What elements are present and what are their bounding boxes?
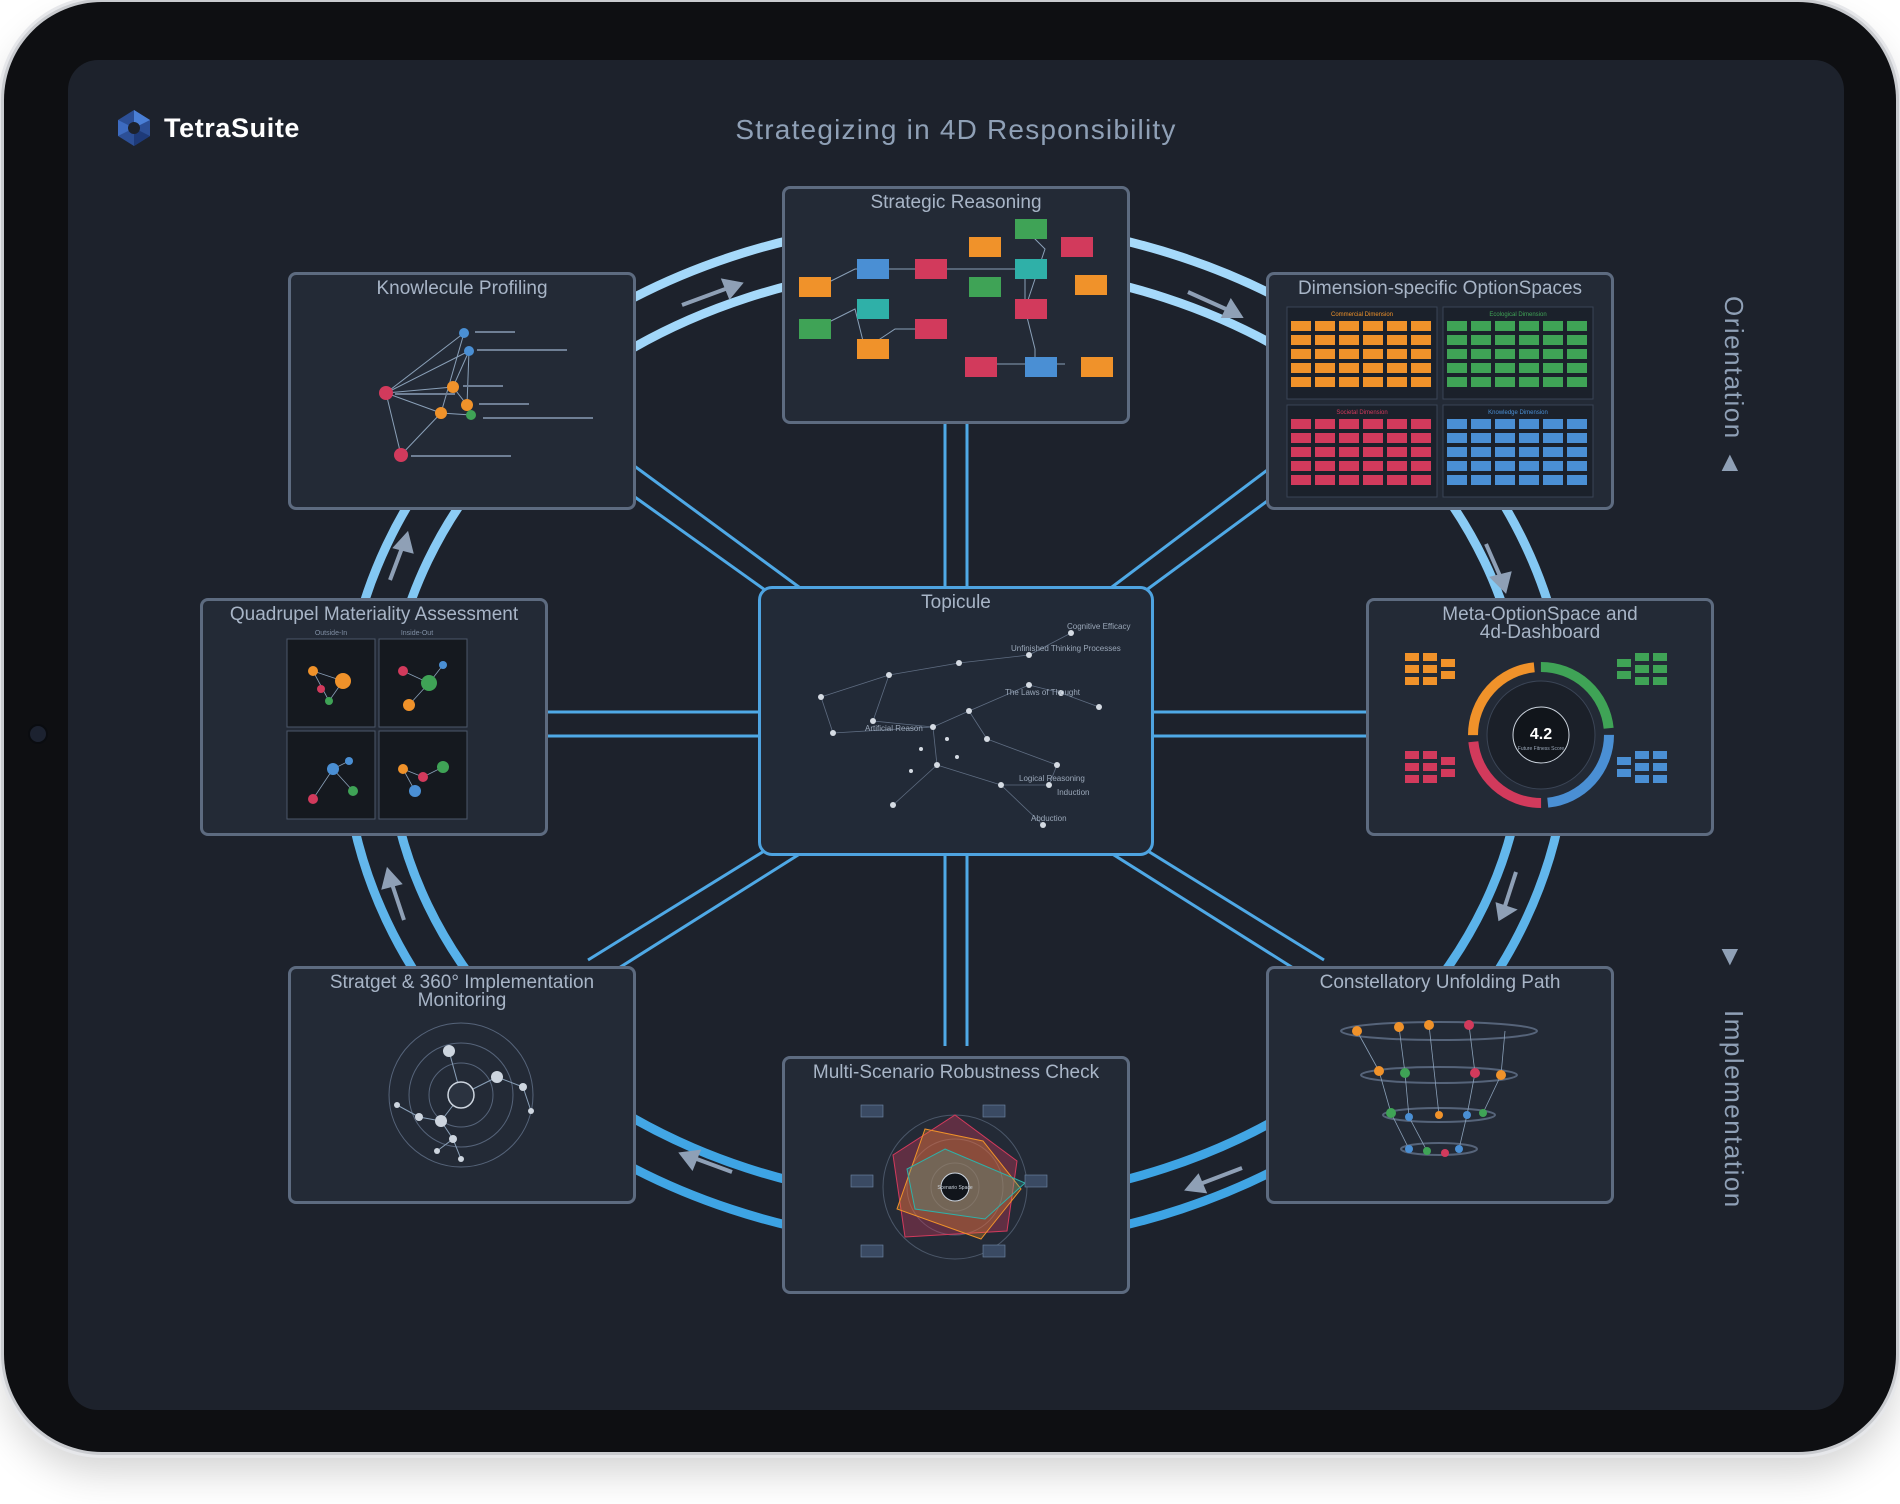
topic-label: Unfinished Thinking Processes	[1011, 644, 1121, 653]
option-grid-thumbnail: Commercial Dimension Ecological Dimensio…	[1286, 306, 1594, 498]
card-title: Multi-Scenario Robustness Check	[812, 1062, 1100, 1083]
card-knowlecule-profiling[interactable]: Knowlecule Profiling	[288, 272, 636, 510]
front-camera	[28, 724, 48, 744]
topic-label: Induction	[1057, 788, 1089, 797]
card-title: Knowlecule Profiling	[376, 278, 548, 299]
column-label: Outside-In	[315, 630, 347, 637]
topic-label: Cognitive Efficacy	[1067, 622, 1130, 631]
quadrant-label: Ecological Dimension	[1489, 312, 1546, 318]
quadrant-label: Commercial Dimension	[1331, 312, 1393, 318]
cone-thumbnail	[1340, 1020, 1538, 1157]
topic-label: Abduction	[1031, 814, 1067, 823]
up-triangle-icon: ▲	[1716, 446, 1744, 477]
screen: TetraSuite Strategizing in 4D Responsibi…	[68, 60, 1844, 1410]
app-name: TetraSuite	[164, 112, 301, 143]
radar-center-label: Scenario Space	[937, 1185, 973, 1191]
tetrasuite-logo-icon	[118, 110, 150, 146]
card-topicule[interactable]: Topicule	[758, 586, 1154, 856]
card-materiality-assessment[interactable]: Quadrupel Materiality Assessment Outside…	[200, 598, 548, 836]
card-title: Quadrupel Materiality Assessment	[229, 604, 519, 625]
app-logo[interactable]: TetraSuite	[114, 108, 300, 148]
card-title: Strategic Reasoning	[870, 192, 1042, 213]
topic-label: Logical Reasoning	[1019, 774, 1085, 783]
quadrant-label: Knowledge Dimension	[1488, 410, 1548, 416]
topic-label: Artificial Reason	[865, 724, 923, 733]
card-unfolding-path[interactable]: Constellatory Unfolding Path	[1266, 966, 1614, 1204]
down-triangle-icon: ▼	[1716, 940, 1744, 971]
card-strategic-reasoning[interactable]: Strategic Reasoning	[782, 186, 1130, 424]
materiality-quadrant-thumbnail: Outside-In Inside-Out	[286, 630, 468, 820]
page-title: Strategizing in 4D Responsibility	[735, 114, 1177, 145]
implementation-label: Implementation	[1719, 1010, 1749, 1209]
orbit-thumbnail	[388, 1022, 534, 1168]
radar-thumbnail: Scenario Space	[850, 1104, 1048, 1260]
future-fitness-score: 4.2	[1530, 726, 1552, 743]
card-robustness-check[interactable]: Multi-Scenario Robustness Check Scenario…	[782, 1056, 1130, 1294]
flowchart-thumbnail	[799, 219, 1113, 377]
card-title: Dimension-specific OptionSpaces	[1297, 278, 1583, 299]
quadrant-label: Societal Dimension	[1336, 410, 1387, 416]
dashboard-thumbnail: 4.2 Future Fitness Score	[1405, 653, 1667, 808]
orientation-label: Orientation	[1719, 296, 1749, 440]
topic-network-thumbnail: Cognitive Efficacy Unfinished Thinking P…	[818, 622, 1130, 828]
card-option-spaces[interactable]: Dimension-specific OptionSpaces	[1266, 272, 1614, 510]
score-caption: Future Fitness Score	[1518, 746, 1565, 752]
card-title: Stratget & 360° Implementation Monitorin…	[329, 972, 595, 1011]
tablet-frame: TetraSuite Strategizing in 4D Responsibi…	[4, 2, 1896, 1452]
card-title: Meta-OptionSpace and 4d-Dashboard	[1442, 604, 1638, 643]
card-title: Constellatory Unfolding Path	[1319, 972, 1561, 993]
column-label: Inside-Out	[401, 630, 433, 637]
molecule-graph-thumbnail	[379, 328, 593, 462]
card-title: Topicule	[921, 592, 991, 613]
card-meta-optionspace[interactable]: Meta-OptionSpace and 4d-Dashboard 4.2 Fu…	[1366, 598, 1714, 836]
card-implementation-monitoring[interactable]: Stratget & 360° Implementation Monitorin…	[288, 966, 636, 1204]
topic-label: The Laws of Thought	[1005, 688, 1081, 697]
